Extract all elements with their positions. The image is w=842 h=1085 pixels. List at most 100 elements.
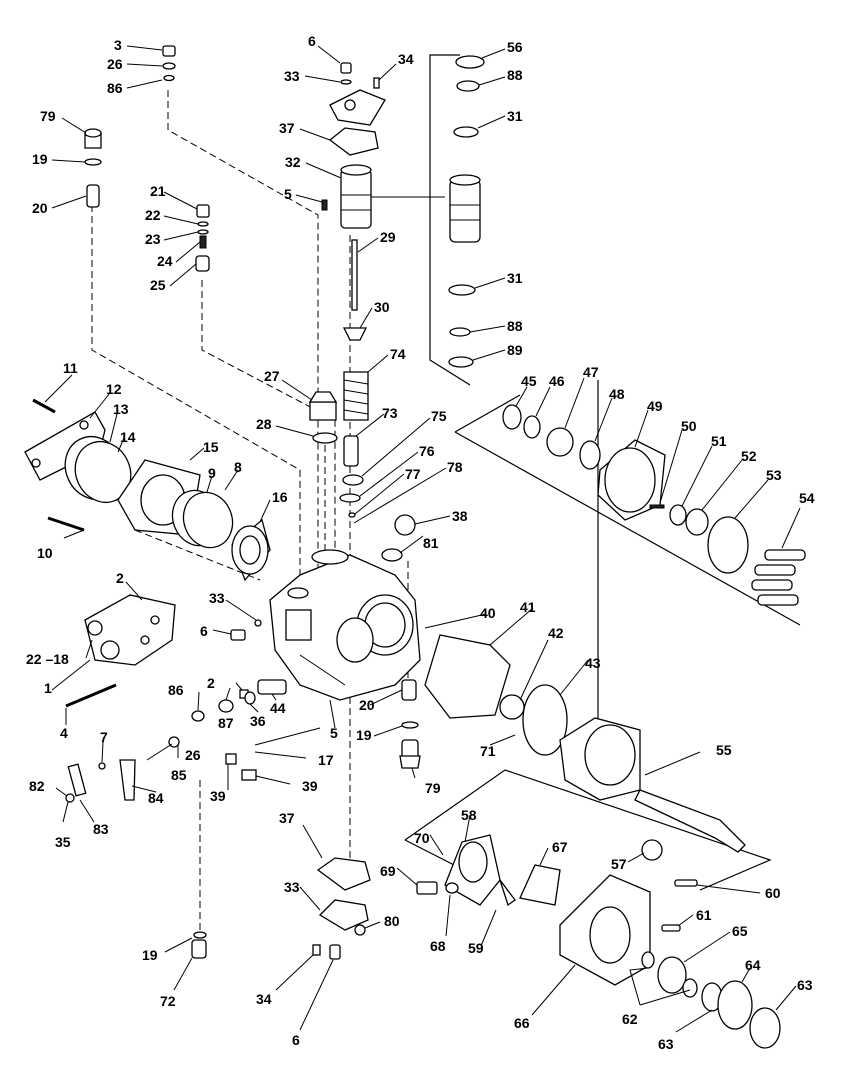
callout-25: 25 <box>150 277 166 293</box>
callout-2b: 2 <box>207 675 215 691</box>
callout-86: 86 <box>107 80 123 96</box>
callout-19c: 19 <box>142 947 158 963</box>
callout-86b: 86 <box>168 682 184 698</box>
callout-6c: 6 <box>292 1032 300 1048</box>
callout-5b: 5 <box>330 725 338 741</box>
callout-57: 57 <box>611 856 627 872</box>
callout-79b: 79 <box>425 780 441 796</box>
callout-88: 88 <box>507 67 523 83</box>
callout-78: 78 <box>447 459 463 475</box>
callout-65: 65 <box>732 923 748 939</box>
callout-73: 73 <box>382 405 398 421</box>
callout-19b: 19 <box>356 727 372 743</box>
callout-31: 31 <box>507 108 523 124</box>
callout-70: 70 <box>414 830 430 846</box>
callout-17: 17 <box>318 752 334 768</box>
callout-43: 43 <box>585 655 601 671</box>
callout-50: 50 <box>681 418 697 434</box>
callout-23: 23 <box>145 231 161 247</box>
callout-54: 54 <box>799 490 815 506</box>
callout-33: 33 <box>284 68 300 84</box>
callout-58: 58 <box>461 807 477 823</box>
callout-80: 80 <box>384 913 400 929</box>
callout-46: 46 <box>549 373 565 389</box>
callout-39b: 39 <box>210 788 226 804</box>
callout-numbers: 3 26 86 6 33 34 56 88 31 79 19 20 37 32 … <box>26 33 815 1052</box>
callout-31b: 31 <box>507 270 523 286</box>
callout-48: 48 <box>609 386 625 402</box>
callout-64: 64 <box>745 957 761 973</box>
callout-27: 27 <box>264 368 280 384</box>
callout-38: 38 <box>452 508 468 524</box>
callout-16: 16 <box>272 489 288 505</box>
callout-24: 24 <box>157 253 173 269</box>
callout-74: 74 <box>390 346 406 362</box>
callout-35: 35 <box>55 834 71 850</box>
callout-45: 45 <box>521 373 537 389</box>
callout-22: 22 <box>145 207 161 223</box>
callout-28: 28 <box>256 416 272 432</box>
leader-lines <box>44 45 801 1033</box>
callout-34: 34 <box>398 51 414 67</box>
center-lines <box>91 90 445 935</box>
callout-40: 40 <box>480 605 496 621</box>
callout-71: 71 <box>480 743 496 759</box>
callout-89: 89 <box>507 342 523 358</box>
callout-10: 10 <box>37 545 53 561</box>
callout-61: 61 <box>696 907 712 923</box>
callout-37: 37 <box>279 120 295 136</box>
callout-33b: 33 <box>209 590 225 606</box>
callout-32: 32 <box>285 154 301 170</box>
callout-52: 52 <box>741 448 757 464</box>
callout-69: 69 <box>380 863 396 879</box>
callout-30: 30 <box>374 299 390 315</box>
callout-59: 59 <box>468 940 484 956</box>
callout-39: 39 <box>302 778 318 794</box>
callout-8: 8 <box>234 459 242 475</box>
callout-1: 1 <box>44 680 52 696</box>
callout-37b: 37 <box>279 810 295 826</box>
callout-68: 68 <box>430 938 446 954</box>
callout-85: 85 <box>171 767 187 783</box>
callout-53: 53 <box>766 467 782 483</box>
callout-60: 60 <box>765 885 781 901</box>
callout-9: 9 <box>208 465 216 481</box>
callout-34b: 34 <box>256 991 272 1007</box>
callout-82: 82 <box>29 778 45 794</box>
callout-42: 42 <box>548 625 564 641</box>
callout-21: 21 <box>150 183 166 199</box>
callout-67: 67 <box>552 839 568 855</box>
pistons-54 <box>751 549 806 606</box>
callout-47: 47 <box>583 364 599 380</box>
callout-19: 19 <box>32 151 48 167</box>
callout-20: 20 <box>32 200 48 216</box>
callout-6b: 6 <box>200 623 208 639</box>
callout-62: 62 <box>622 1011 638 1027</box>
callout-33c: 33 <box>284 879 300 895</box>
callout-56: 56 <box>507 39 523 55</box>
callout-14: 14 <box>120 429 136 445</box>
callout-4: 4 <box>60 725 68 741</box>
callout-5: 5 <box>284 186 292 202</box>
callout-3: 3 <box>114 37 122 53</box>
callout-44: 44 <box>270 700 286 716</box>
callout-66: 66 <box>514 1015 530 1031</box>
callout-75: 75 <box>431 408 447 424</box>
callout-2: 2 <box>116 570 124 586</box>
callout-87: 87 <box>218 715 234 731</box>
callout-41: 41 <box>520 599 536 615</box>
callout-11: 11 <box>63 360 78 376</box>
callout-29: 29 <box>380 229 396 245</box>
callout-84: 84 <box>148 790 164 806</box>
callout-13: 13 <box>113 401 129 417</box>
callout-22-18: 22 –18 <box>26 651 69 667</box>
callout-49: 49 <box>647 398 663 414</box>
callout-63b: 63 <box>797 977 813 993</box>
parts <box>24 45 806 1049</box>
callout-12: 12 <box>106 381 122 397</box>
callout-26: 26 <box>107 56 123 72</box>
callout-76: 76 <box>419 443 435 459</box>
callout-77: 77 <box>405 466 421 482</box>
callout-20b: 20 <box>359 697 375 713</box>
